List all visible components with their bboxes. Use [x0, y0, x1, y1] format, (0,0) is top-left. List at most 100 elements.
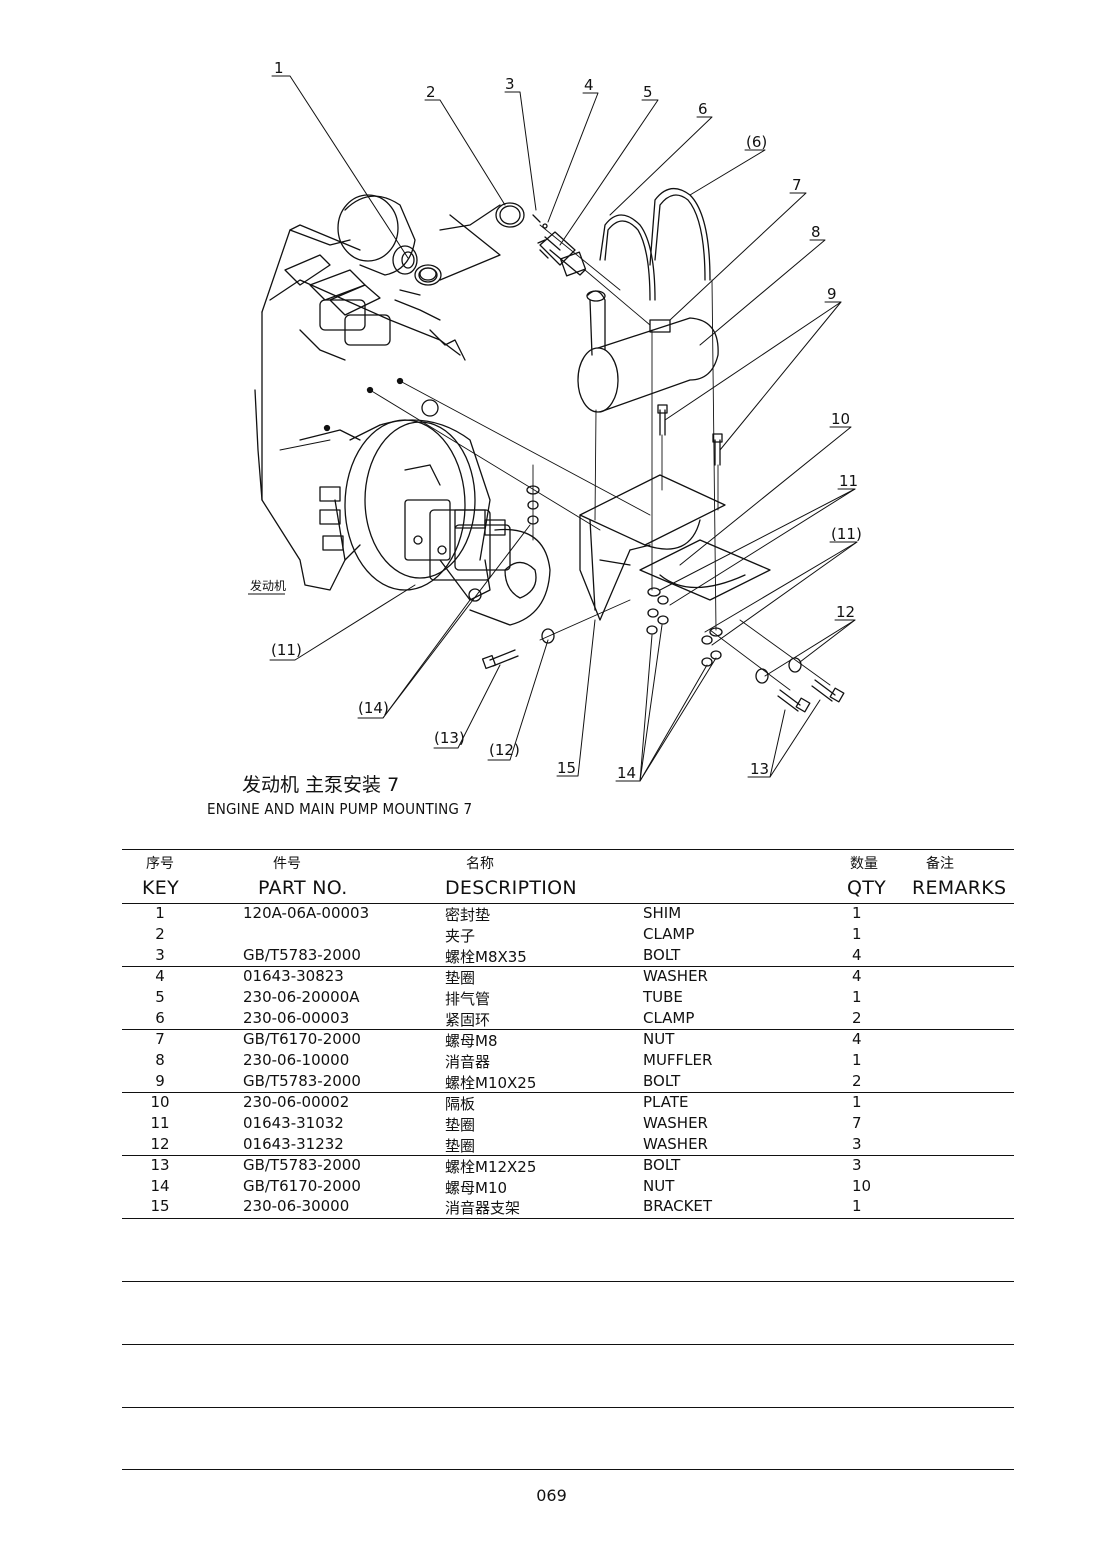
header-desc: DESCRIPTION: [445, 877, 577, 899]
cell-qty: 3: [852, 1156, 862, 1174]
cell-key: 15: [150, 1197, 170, 1215]
cell-key: 3: [155, 946, 165, 964]
header-desc-cn: 名称: [466, 856, 494, 872]
callout-11c: (11): [271, 641, 302, 659]
cell-key: 2: [155, 925, 165, 943]
cell-qty: 2: [852, 1072, 862, 1090]
cell-part: GB/T6170-2000: [243, 1177, 361, 1195]
cell-qty: 7: [852, 1114, 862, 1132]
header-remarks-cn: 备注: [926, 856, 954, 872]
cell-desc-en: SHIM: [643, 904, 682, 922]
cell-desc-cn: 垫圈: [445, 969, 476, 987]
group-rule: [122, 1092, 1014, 1093]
turbocharger: [337, 194, 501, 286]
cell-qty: 4: [852, 946, 862, 964]
table-row: 15 230-06-30000 消音器支架 BRACKET 1: [0, 1197, 1103, 1218]
cell-desc-en: NUT: [643, 1177, 675, 1195]
cell-part: 01643-30823: [243, 967, 344, 985]
table-bottom-rule: [122, 1218, 1014, 1219]
cell-qty: 1: [852, 1197, 862, 1215]
cell-desc-en: MUFFLER: [643, 1051, 713, 1069]
cell-qty: 1: [852, 1051, 862, 1069]
callout-6b: (6): [746, 133, 767, 151]
blank-rule: [122, 1281, 1014, 1282]
callout-7: 7: [792, 176, 802, 194]
cell-key: 1: [155, 904, 165, 922]
cell-desc-en: BOLT: [643, 1156, 681, 1174]
blank-rule: [122, 1407, 1014, 1408]
cell-desc-cn: 垫圈: [445, 1137, 476, 1155]
cell-part: 120A-06A-00003: [243, 904, 370, 922]
table-row: 13 GB/T5783-2000 螺栓M12X25 BOLT 3: [0, 1156, 1103, 1177]
callout-8: 8: [811, 223, 821, 241]
callout-2: 2: [426, 83, 436, 101]
group-rule: [122, 1029, 1014, 1030]
cell-part: 230-06-20000A: [243, 988, 360, 1006]
header-rule: [122, 903, 1014, 904]
callout-6: 6: [698, 100, 708, 118]
u-clamp-a: [599, 214, 656, 301]
cell-part: 01643-31032: [243, 1114, 344, 1132]
cell-desc-cn: 螺栓M12X25: [445, 1158, 537, 1176]
callout-5: 5: [643, 83, 653, 101]
callout-4: 4: [584, 76, 594, 94]
bracket: [579, 474, 726, 621]
cell-qty: 1: [852, 988, 862, 1006]
muffler: [577, 290, 719, 413]
cell-part: GB/T6170-2000: [243, 1030, 361, 1048]
cell-desc-en: WASHER: [643, 1135, 708, 1153]
cell-key: 7: [155, 1030, 165, 1048]
callout-13: 13: [750, 760, 769, 778]
cell-desc-cn: 螺母M8: [445, 1032, 498, 1050]
cell-desc-en: WASHER: [643, 1114, 708, 1132]
cell-desc-en: BRACKET: [643, 1197, 713, 1215]
table-row: 2 夹子 CLAMP 1: [0, 925, 1103, 946]
table-row: 11 01643-31032 垫圈 WASHER 7: [0, 1114, 1103, 1135]
callout-11b: (11): [831, 525, 862, 543]
cell-desc-cn: 螺栓M8X35: [445, 948, 527, 966]
callout-13b: (13): [434, 729, 465, 747]
cell-qty: 1: [852, 904, 862, 922]
table-row: 8 230-06-10000 消音器 MUFFLER 1: [0, 1051, 1103, 1072]
cell-desc-en: BOLT: [643, 1072, 681, 1090]
header-key: KEY: [142, 877, 179, 899]
title-english: ENGINE AND MAIN PUMP MOUNTING 7: [207, 800, 473, 818]
cell-part: GB/T5783-2000: [243, 1072, 361, 1090]
cell-qty: 10: [852, 1177, 872, 1195]
title-chinese: 发动机 主泵安装 7: [242, 774, 400, 796]
table-row: 5 230-06-20000A 排气管 TUBE 1: [0, 988, 1103, 1009]
header-qty: QTY: [847, 877, 887, 899]
table-row: 7 GB/T6170-2000 螺母M8 NUT 4: [0, 1030, 1103, 1051]
cell-desc-en: NUT: [643, 1030, 675, 1048]
callout-12b: (12): [489, 741, 520, 759]
callout-14b: (14): [358, 699, 389, 717]
cell-part: 230-06-30000: [243, 1197, 350, 1215]
cell-desc-cn: 消音器: [445, 1053, 491, 1071]
pump-assembly: [344, 399, 551, 626]
exploded-view-drawing: 1 2 3 4 5 6 (6) 7 8 9 10 11 (11) (11) 12…: [248, 59, 862, 782]
cell-desc-en: CLAMP: [643, 925, 695, 943]
table-row: 6 230-06-00003 紧固环 CLAMP 2: [0, 1009, 1103, 1030]
cell-key: 10: [150, 1093, 170, 1111]
header-key-cn: 序号: [146, 856, 174, 872]
clamp-part: [495, 202, 525, 228]
cell-desc-en: TUBE: [643, 988, 683, 1006]
plate: [639, 539, 771, 601]
header-part-cn: 件号: [273, 856, 301, 872]
table-row: 3 GB/T5783-2000 螺栓M8X35 BOLT 4: [0, 946, 1103, 967]
page-number: 069: [536, 1486, 567, 1505]
header-remarks: REMARKS: [912, 877, 1007, 899]
cell-part: GB/T5783-2000: [243, 946, 361, 964]
table-row: 10 230-06-00002 隔板 PLATE 1: [0, 1093, 1103, 1114]
cell-key: 11: [150, 1114, 170, 1132]
page-bottom-rule: [122, 1469, 1014, 1470]
blank-rule: [122, 1344, 1014, 1345]
cell-key: 6: [155, 1009, 165, 1027]
cell-qty: 3: [852, 1135, 862, 1153]
cell-desc-en: CLAMP: [643, 1009, 695, 1027]
cell-qty: 4: [852, 967, 862, 985]
cell-desc-cn: 螺栓M10X25: [445, 1074, 537, 1092]
cell-qty: 4: [852, 1030, 862, 1048]
table-row: 9 GB/T5783-2000 螺栓M10X25 BOLT 2: [0, 1072, 1103, 1093]
cell-part: 230-06-10000: [243, 1051, 350, 1069]
